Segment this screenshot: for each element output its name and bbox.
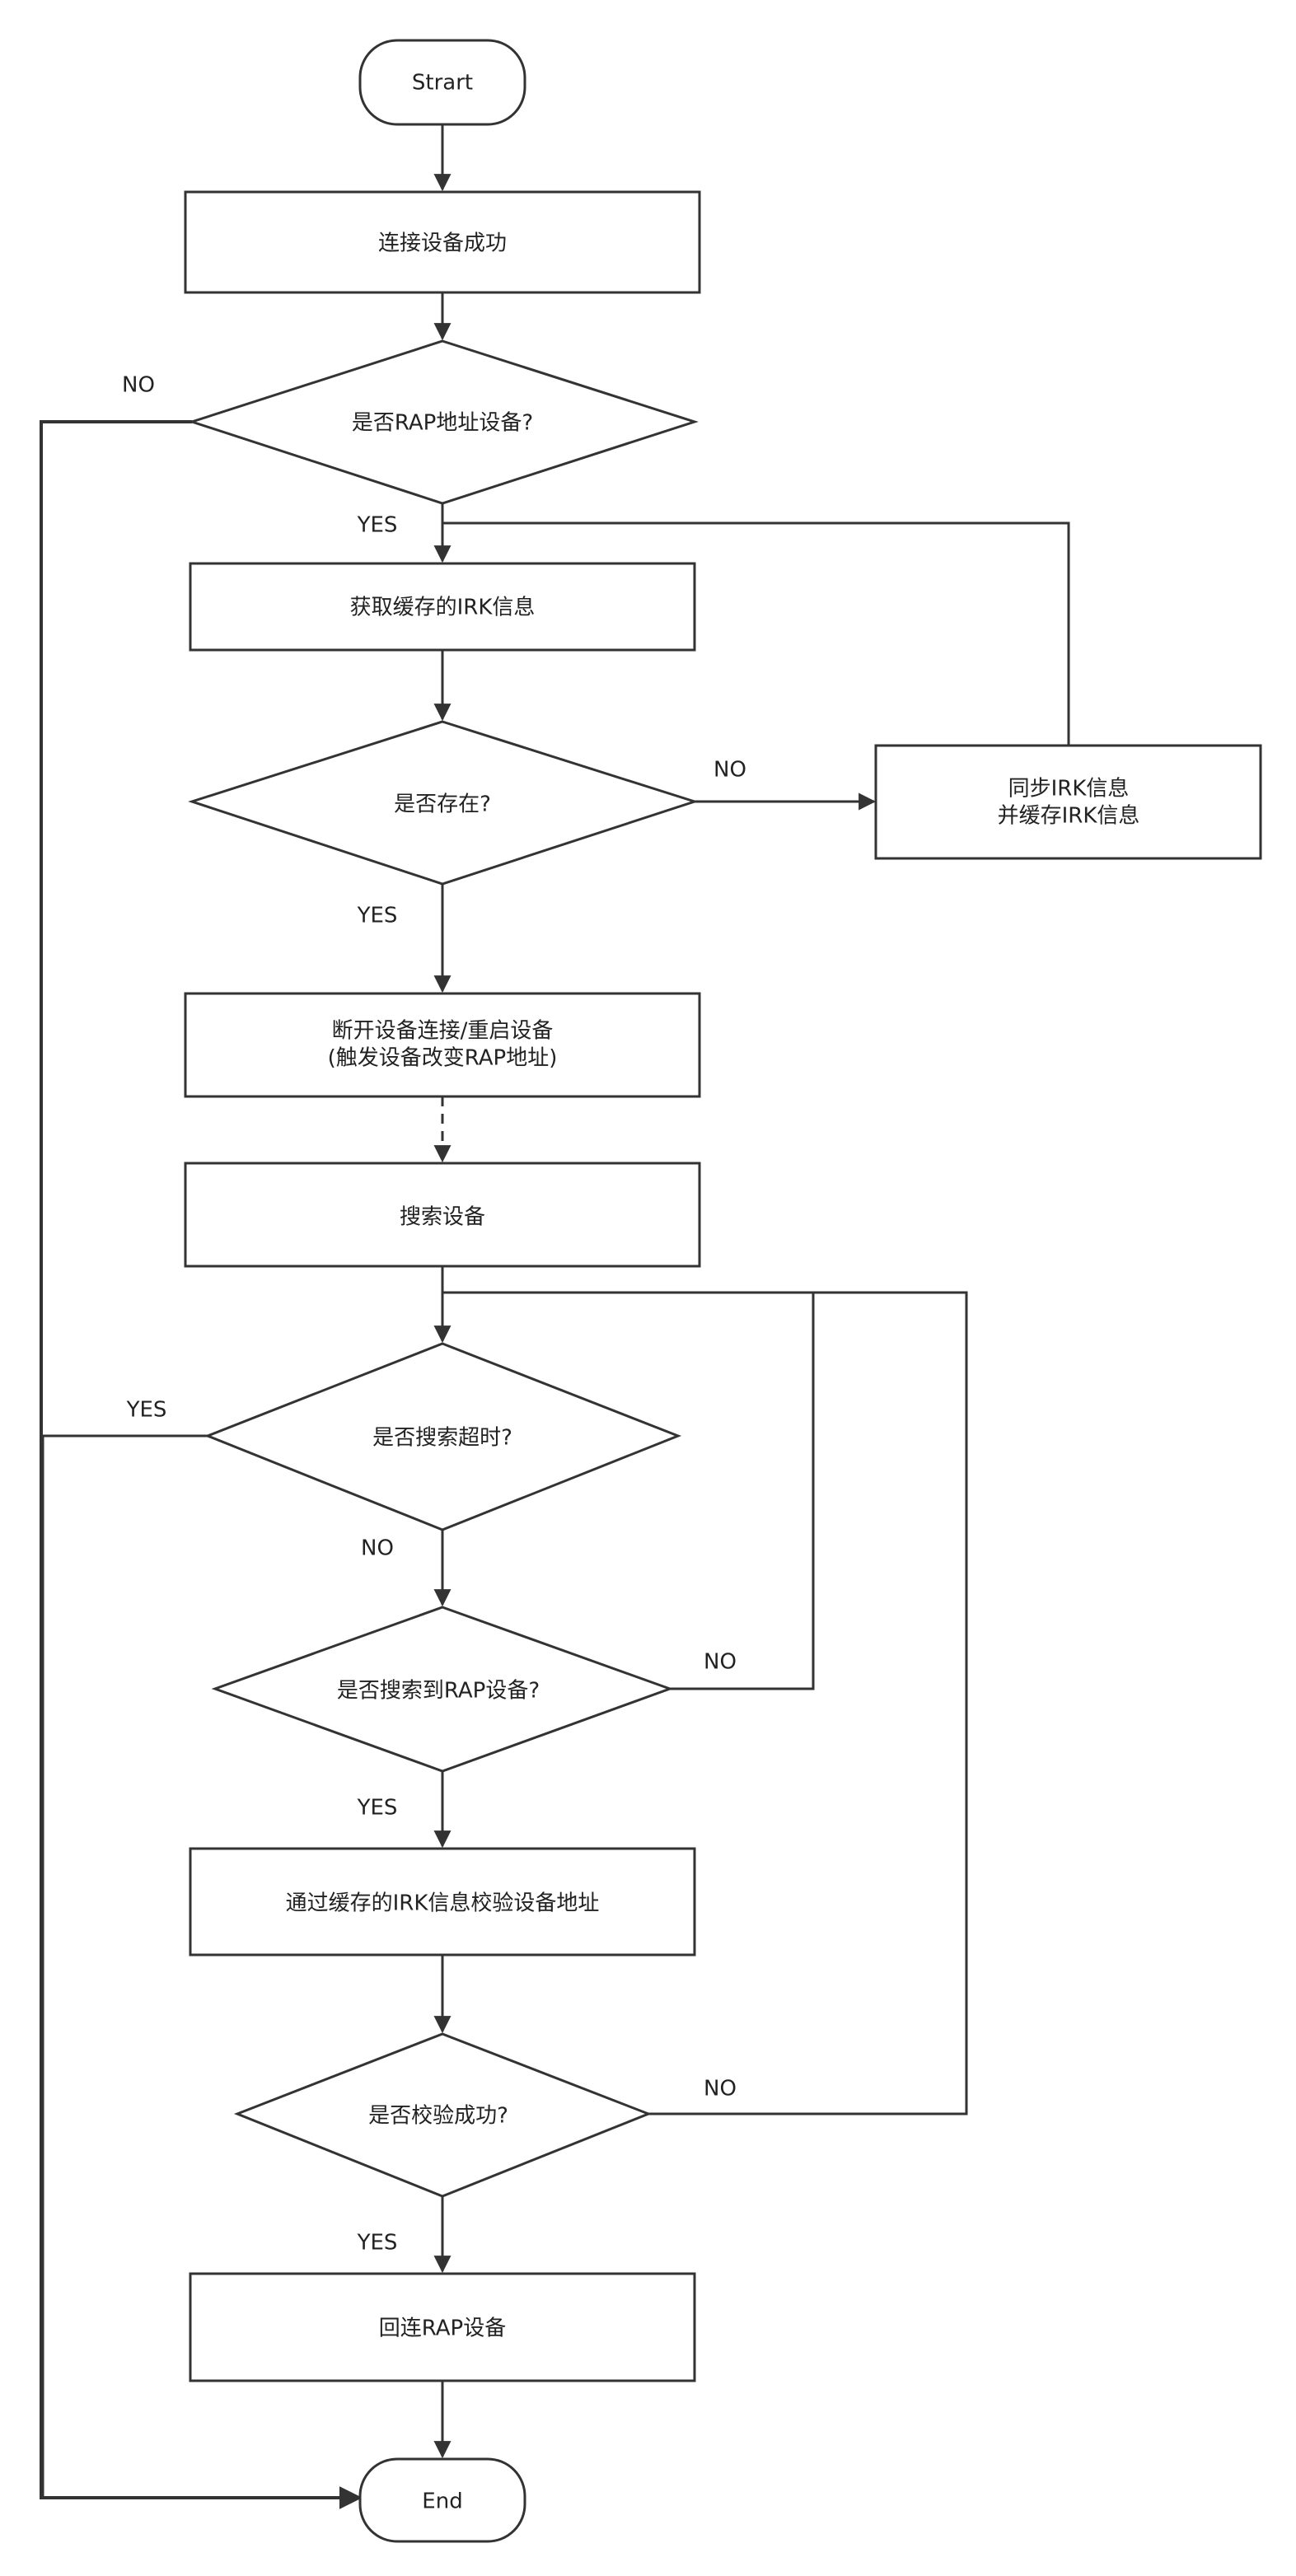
- edge-timeout-yes-to-end: [41, 1434, 208, 2498]
- found-rap-decision: 是否搜索到RAP设备?: [211, 1606, 674, 1773]
- edge-is-rap-no-to-end: [40, 420, 363, 2509]
- exists-decision: 是否存在?: [188, 720, 699, 886]
- is-rap-label: 是否RAP地址设备?: [352, 411, 533, 436]
- exists-label: 是否存在?: [394, 792, 491, 817]
- reconnect-rap-node: 回连RAP设备: [189, 2272, 696, 2382]
- search-timeout-label: 是否搜索超时?: [372, 1426, 512, 1451]
- search-device-label: 搜索设备: [400, 1205, 485, 1230]
- edge-verify-no-back-to-search: [648, 1291, 968, 2115]
- verify-success-decision: 是否校验成功?: [233, 2032, 653, 2198]
- sync-irk-label-line1: 同步IRK信息: [1008, 777, 1130, 802]
- disconnect-label-line2: (触发设备改变RAP地址): [328, 1046, 558, 1071]
- is-rap-decision: 是否RAP地址设备?: [188, 339, 699, 505]
- verify-address-label: 通过缓存的IRK信息校验设备地址: [286, 1891, 600, 1916]
- found-no-label: NO: [704, 1650, 737, 1675]
- start-node: Strart: [358, 39, 526, 126]
- edges: [40, 124, 1070, 2509]
- end-label: End: [422, 2490, 462, 2514]
- is-rap-yes-label: YES: [357, 513, 398, 538]
- start-label: Strart: [412, 71, 473, 96]
- verify-yes-label: YES: [357, 2231, 398, 2256]
- connect-success-node: 连接设备成功: [184, 190, 701, 294]
- verify-success-label: 是否校验成功?: [368, 2104, 508, 2129]
- get-cached-irk-node: 获取缓存的IRK信息: [189, 562, 696, 652]
- exists-yes-label: YES: [357, 904, 398, 928]
- get-cached-irk-label: 获取缓存的IRK信息: [350, 596, 536, 620]
- sync-irk-label-line2: 并缓存IRK信息: [998, 804, 1140, 829]
- search-timeout-decision: 是否搜索超时?: [204, 1342, 682, 1531]
- is-rap-no-label: NO: [122, 373, 155, 398]
- edge-labels: NO YES NO YES YES NO NO YES NO YES: [122, 373, 746, 2256]
- exists-no-label: NO: [714, 758, 746, 783]
- found-rap-label: 是否搜索到RAP设备?: [337, 1679, 540, 1704]
- verify-address-node: 通过缓存的IRK信息校验设备地址: [189, 1847, 696, 1957]
- found-yes-label: YES: [357, 1796, 398, 1821]
- connect-success-label: 连接设备成功: [378, 231, 507, 256]
- end-node: End: [358, 2457, 526, 2543]
- edge-sync-back-to-get-irk: [442, 521, 1070, 746]
- reconnect-rap-label: 回连RAP设备: [379, 2317, 506, 2341]
- search-device-node: 搜索设备: [184, 1162, 701, 1268]
- nodes: Strart 连接设备成功 是否RAP地址设备? 获取缓存的IRK信息 是否存在…: [184, 39, 1262, 2543]
- disconnect-label-line1: 断开设备连接/重启设备: [332, 1019, 554, 1044]
- verify-no-label: NO: [704, 2077, 737, 2101]
- timeout-yes-label: YES: [126, 1398, 167, 1423]
- disconnect-node: 断开设备连接/重启设备 (触发设备改变RAP地址): [184, 992, 701, 1098]
- edge-found-no-back-to-search: [442, 1291, 815, 1690]
- timeout-no-label: NO: [361, 1536, 394, 1561]
- sync-irk-node: 同步IRK信息 并缓存IRK信息: [874, 744, 1262, 860]
